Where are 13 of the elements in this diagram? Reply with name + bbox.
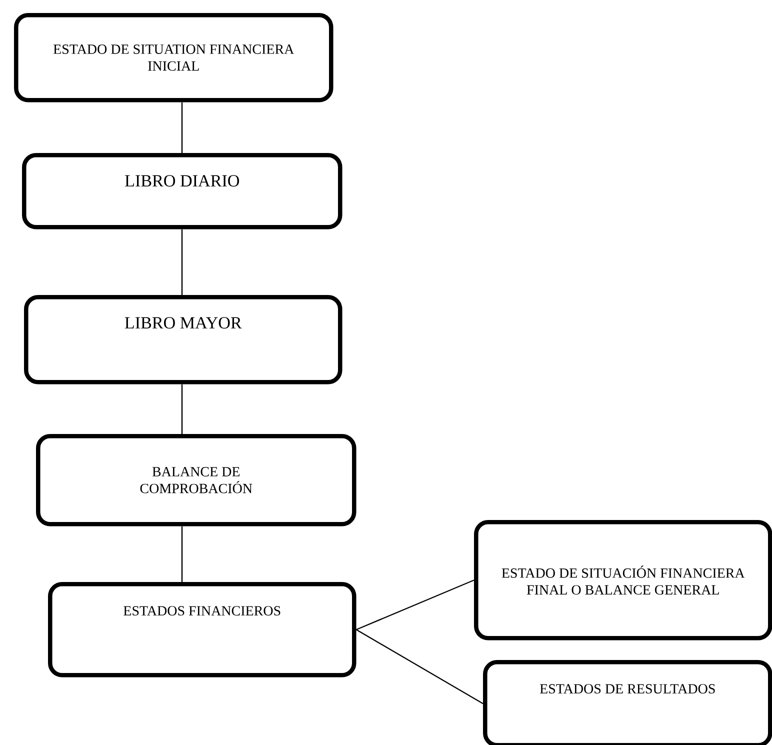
connector-line: [181, 229, 183, 295]
connector-line: [181, 526, 183, 582]
process-box: ESTADO DE SITUATION FINANCIERA INICIAL: [14, 13, 334, 102]
connector-line: [181, 102, 183, 153]
connector-line: [356, 629, 484, 704]
process-box: ESTADO DE SITUACIÓN FINANCIERA FINAL O BALANCE GENERAL: [474, 520, 772, 640]
connector-line: [356, 580, 474, 630]
connector-line: [181, 384, 183, 434]
process-box: BALANCE DE COMPROBACIÓN: [36, 434, 356, 526]
process-box: ESTADOS DE RESULTADOS: [483, 660, 772, 745]
process-box: LIBRO MAYOR: [24, 295, 342, 384]
process-box: LIBRO DIARIO: [22, 153, 342, 230]
process-box: ESTADOS FINANCIEROS: [48, 582, 356, 678]
